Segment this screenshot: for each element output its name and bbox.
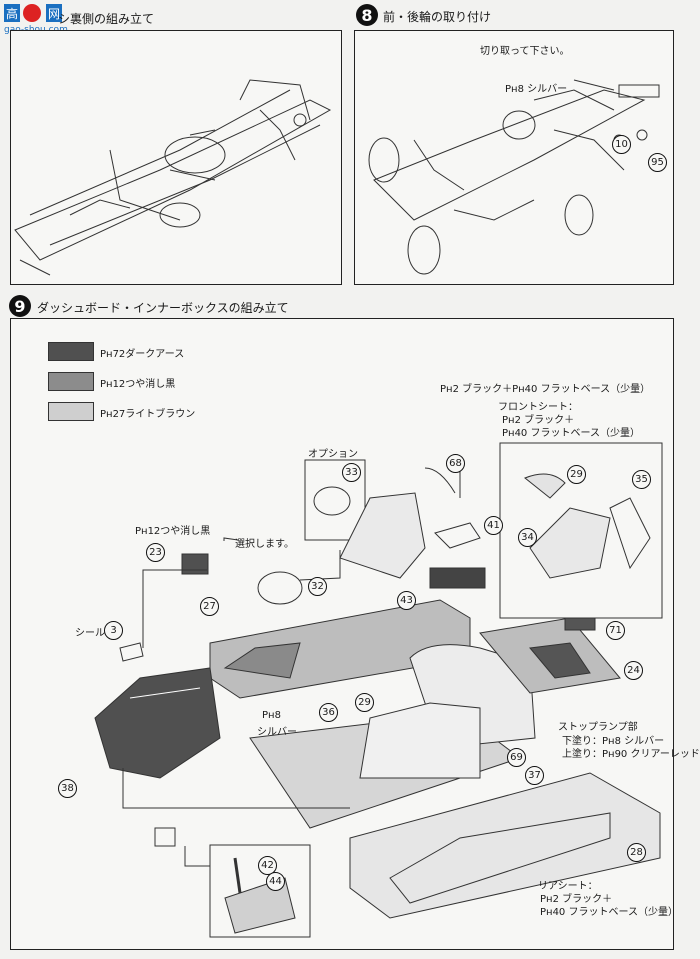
front-seat-line1: Pʜ2 ブラック＋	[502, 415, 575, 426]
part-41: 41	[484, 516, 503, 535]
paint-top: Pʜ2 ブラック＋Pʜ40 フラットベース（少量）	[440, 384, 651, 395]
step8-part-95: 95	[648, 153, 667, 172]
legend-label-light-brown: Pʜ27ライトブラウン	[100, 409, 196, 420]
paint-part-23: Pʜ12つや消し黒	[135, 526, 211, 537]
part-43: 43	[397, 591, 416, 610]
part-71: 71	[606, 621, 625, 640]
step8-number: 8	[356, 4, 378, 26]
select-note: 選択します。	[235, 539, 294, 550]
stoplamp-top: 上塗り：Pʜ90 クリアーレッド	[562, 749, 700, 760]
part-38: 38	[58, 779, 77, 798]
part-32: 32	[308, 577, 327, 596]
part-44: 44	[266, 872, 285, 891]
front-seat-label: フロントシート：	[498, 402, 578, 413]
step7-title: シ裏側の組み立て	[58, 12, 155, 26]
legend-swatch-dark-earth	[48, 342, 94, 361]
seal-number: 3	[104, 621, 123, 640]
legend-label-dark-earth: Pʜ72ダークアース	[100, 349, 185, 360]
part-29-b: 29	[355, 693, 374, 712]
part-29-a: 29	[567, 465, 586, 484]
svg-text:高: 高	[6, 6, 18, 21]
legend-swatch-flat-black	[48, 372, 94, 391]
part-28: 28	[627, 843, 646, 862]
stoplamp-title: ストップランプ部	[558, 722, 638, 733]
rear-seat-line1: Pʜ2 ブラック＋	[540, 894, 613, 905]
option-label: オプション	[308, 449, 358, 460]
step9-title: ダッシュボード・インナーボックスの組み立て	[37, 301, 289, 315]
step8-silver-paint: Pʜ8 シルバー	[505, 84, 568, 95]
legend-swatch-light-brown	[48, 402, 94, 421]
part-24: 24	[624, 661, 643, 680]
silver-text: シルバー	[257, 727, 297, 738]
step8-title: 前・後輪の取り付け	[383, 10, 492, 24]
site-logo: 高 网	[2, 2, 72, 36]
wheel-assembly-illustration	[368, 79, 660, 275]
seal-label: シール	[75, 628, 105, 639]
svg-text:网: 网	[48, 7, 60, 21]
part-36: 36	[319, 703, 338, 722]
part-33: 33	[342, 463, 361, 482]
step8-part-10: 10	[612, 135, 631, 154]
dashboard-interior-illustration	[94, 442, 663, 938]
part-68: 68	[446, 454, 465, 473]
part-42: 42	[258, 856, 277, 875]
rear-seat-label: リアシート：	[538, 881, 598, 892]
part-37: 37	[525, 766, 544, 785]
legend-label-flat-black: Pʜ12つや消し黒	[100, 379, 176, 390]
step8-cut-note: 切り取って下さい。	[480, 46, 570, 57]
rear-seat-line2: Pʜ40 フラットベース（少量）	[540, 907, 678, 918]
part-27: 27	[200, 597, 219, 616]
step8-panel	[354, 30, 674, 285]
part-69: 69	[507, 748, 526, 767]
front-seat-line2: Pʜ40 フラットベース（少量）	[502, 428, 640, 439]
step9-number: 9	[9, 295, 31, 317]
silver-code: Pʜ8	[262, 710, 281, 721]
stoplamp-under: 下塗り：Pʜ8 シルバー	[562, 736, 665, 747]
step7-panel	[10, 30, 342, 285]
part-35: 35	[632, 470, 651, 489]
part-34: 34	[518, 528, 537, 547]
part-23: 23	[146, 543, 165, 562]
chassis-underside-illustration	[14, 79, 332, 276]
